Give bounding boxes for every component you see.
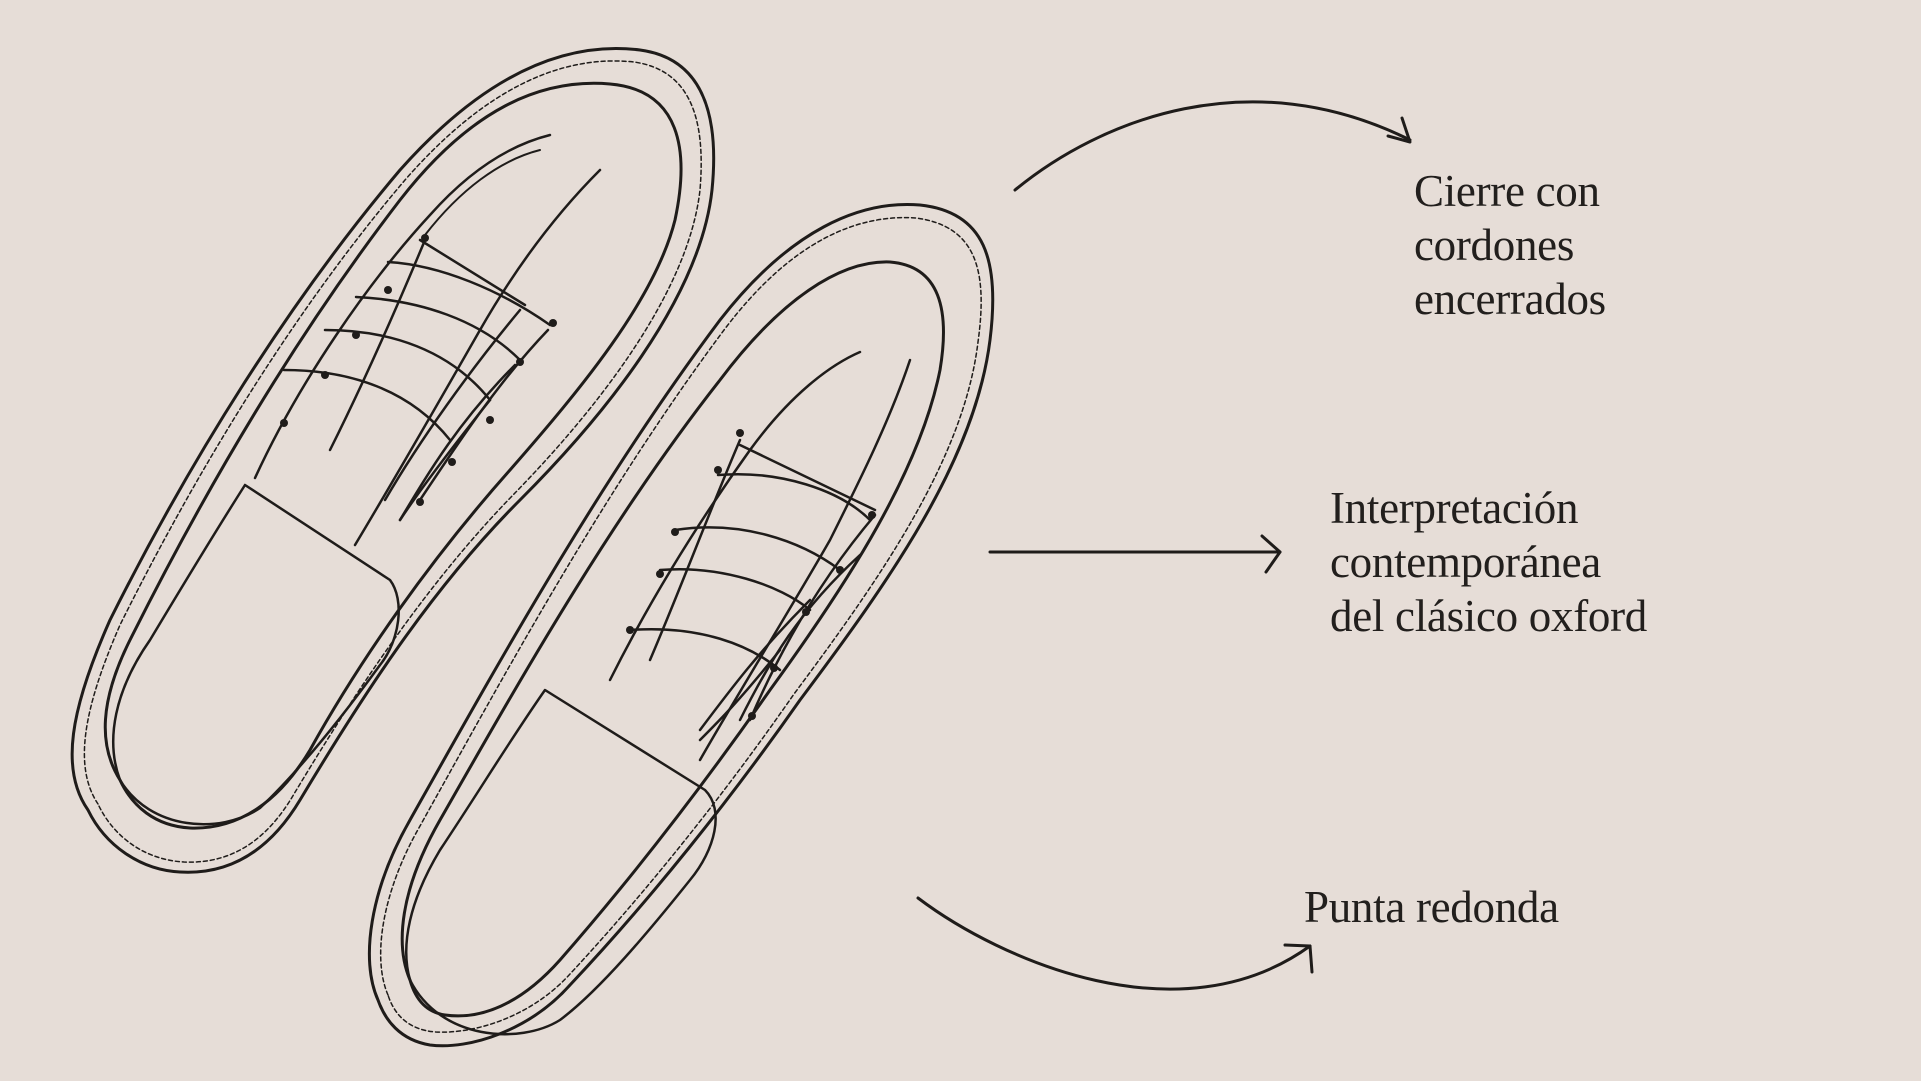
right-shoe-toe-cap bbox=[405, 688, 717, 1036]
right-shoe-welt bbox=[379, 216, 982, 1033]
annotation-oxford-line-2: contemporánea bbox=[1330, 537, 1601, 587]
annotation-laces-line-1: Cierre con bbox=[1414, 166, 1600, 216]
arrow-laces bbox=[1013, 100, 1412, 192]
arrow-toe bbox=[916, 896, 1314, 991]
right-shoe-laces bbox=[628, 438, 877, 742]
left-shoe-vamp-left bbox=[253, 133, 552, 480]
right-shoe-vamp-right bbox=[698, 358, 912, 762]
annotation-toe-line-1: Punta redonda bbox=[1304, 882, 1559, 932]
annotation-oxford: Interpretación contemporánea del clásico… bbox=[1330, 481, 1647, 643]
right-shoe-eyelets bbox=[626, 429, 876, 720]
arrow-oxford bbox=[988, 534, 1282, 574]
left-shoe-toe-cap bbox=[112, 483, 400, 826]
annotation-oxford-line-1: Interpretación bbox=[1330, 483, 1579, 533]
right-shoe-vamp-left bbox=[608, 350, 862, 682]
left-shoe-welt bbox=[83, 60, 702, 863]
left-shoe-eyelets bbox=[280, 234, 557, 506]
right-shoe-upper bbox=[400, 260, 945, 1018]
annotation-laces: Cierre con cordones encerrados bbox=[1414, 164, 1606, 326]
left-shoe-upper bbox=[103, 81, 683, 830]
annotation-oxford-line-3: del clásico oxford bbox=[1330, 591, 1647, 641]
annotation-laces-line-3: encerrados bbox=[1414, 274, 1606, 324]
left-shoe bbox=[70, 47, 716, 874]
annotation-laces-line-2: cordones bbox=[1414, 220, 1575, 270]
left-shoe-laces bbox=[282, 238, 552, 522]
right-shoe-sole-outer bbox=[367, 202, 995, 1048]
right-shoe bbox=[367, 202, 995, 1048]
left-shoe-tongue bbox=[424, 149, 541, 236]
left-shoe-sole-outer bbox=[70, 47, 716, 874]
annotation-toe: Punta redonda bbox=[1304, 880, 1559, 934]
